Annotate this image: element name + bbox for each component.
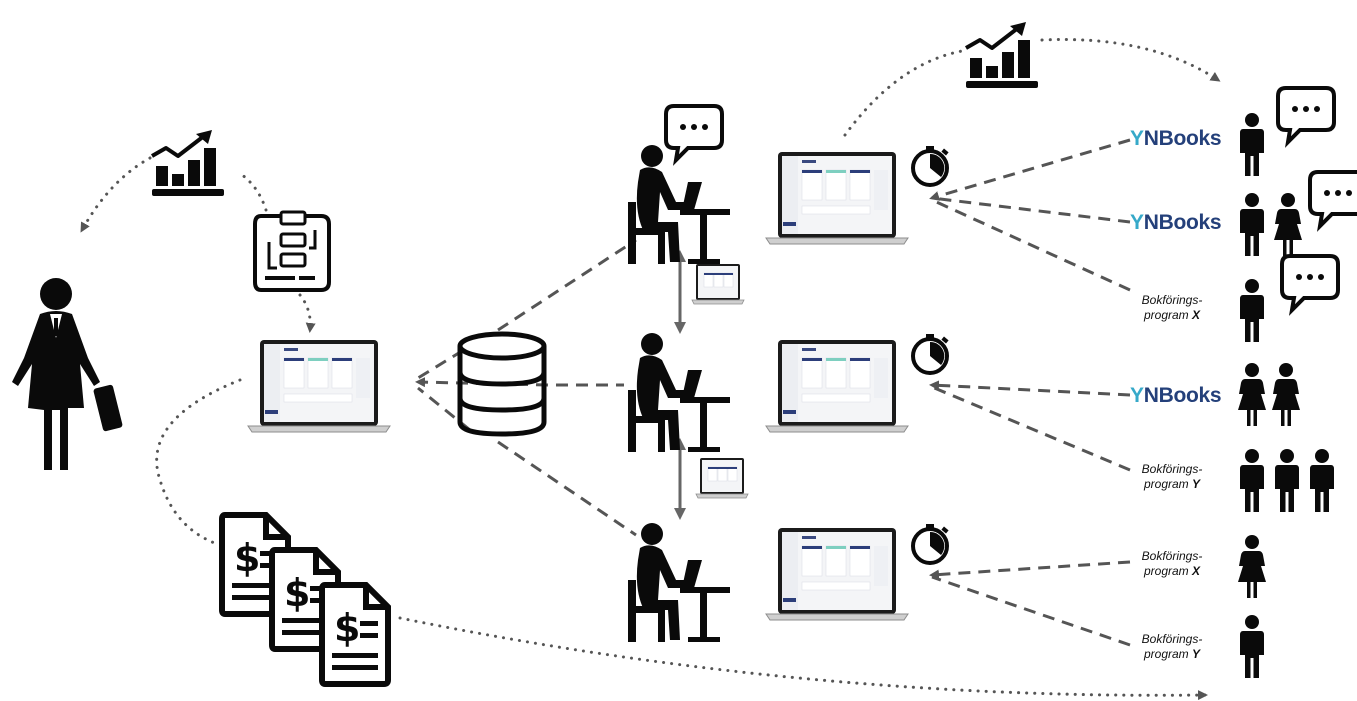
dotted-arrow-chart-to-manager — [80, 156, 152, 233]
growth-chart-icon — [150, 128, 226, 198]
client-icon-6 — [1238, 535, 1266, 598]
client-icon-1 — [1240, 113, 1264, 176]
laptop-icon-small-1 — [691, 263, 745, 305]
client-icon-5a — [1240, 449, 1264, 512]
workflow-icon — [253, 210, 331, 292]
chat-bubble-icon-client-1 — [1276, 86, 1336, 144]
dotted-arrow-workflow-to-laptop — [298, 293, 316, 333]
chat-bubble-icon-client-3 — [1280, 254, 1340, 312]
client-icon-4a — [1238, 363, 1266, 426]
dashed-connectors — [415, 138, 1131, 647]
growth-chart-icon-top — [964, 20, 1040, 90]
invoice-icon-3 — [322, 585, 388, 684]
client-icon-3 — [1240, 279, 1264, 342]
accountant-icon-1 — [628, 145, 730, 264]
client-icon-5b — [1275, 449, 1299, 512]
accountant-icon-2 — [628, 333, 730, 452]
client-icon-2b — [1274, 193, 1302, 256]
client-icon-2a — [1240, 193, 1264, 256]
laptop-icon-accountant-1 — [765, 151, 909, 245]
client-icon-5c — [1310, 449, 1334, 512]
program-label-4: Bokförings-program Y — [1141, 632, 1203, 661]
accountant-icon-3 — [628, 523, 730, 642]
laptop-icon-small-2 — [695, 457, 749, 499]
dotted-link-laptop-to-invoices — [155, 378, 242, 547]
inbooks-logo-1: YNBooks — [1130, 127, 1222, 150]
laptop-icon-accountant-3 — [765, 527, 909, 621]
client-icon-4b — [1272, 363, 1300, 426]
client-icon-7 — [1240, 615, 1264, 678]
chat-bubble-icon-client-2 — [1308, 170, 1357, 228]
program-label-3: Bokförings-program X — [1141, 549, 1203, 578]
program-label-2: Bokförings-program Y — [1141, 462, 1203, 491]
inbooks-logo-2: YNBooks — [1130, 211, 1222, 234]
businesswoman-icon — [12, 278, 123, 470]
laptop-icon-accountant-2 — [765, 339, 909, 433]
stopwatch-icon-2 — [911, 332, 951, 375]
program-label-1: Bokförings-program X — [1141, 293, 1203, 322]
chat-bubble-icon-accountant — [664, 104, 724, 162]
dotted-arrow-accountant-chart-to-clients — [843, 38, 1218, 137]
database-icon — [457, 331, 547, 437]
dotted-link-workflow-to-chart — [236, 170, 268, 212]
dotted-arrow-invoices-to-clients — [398, 616, 1208, 701]
inbooks-logo-3: YNBooks — [1130, 384, 1222, 407]
stopwatch-icon-3 — [911, 522, 951, 565]
laptop-icon-central — [247, 339, 391, 433]
stopwatch-icon-1 — [911, 144, 951, 187]
